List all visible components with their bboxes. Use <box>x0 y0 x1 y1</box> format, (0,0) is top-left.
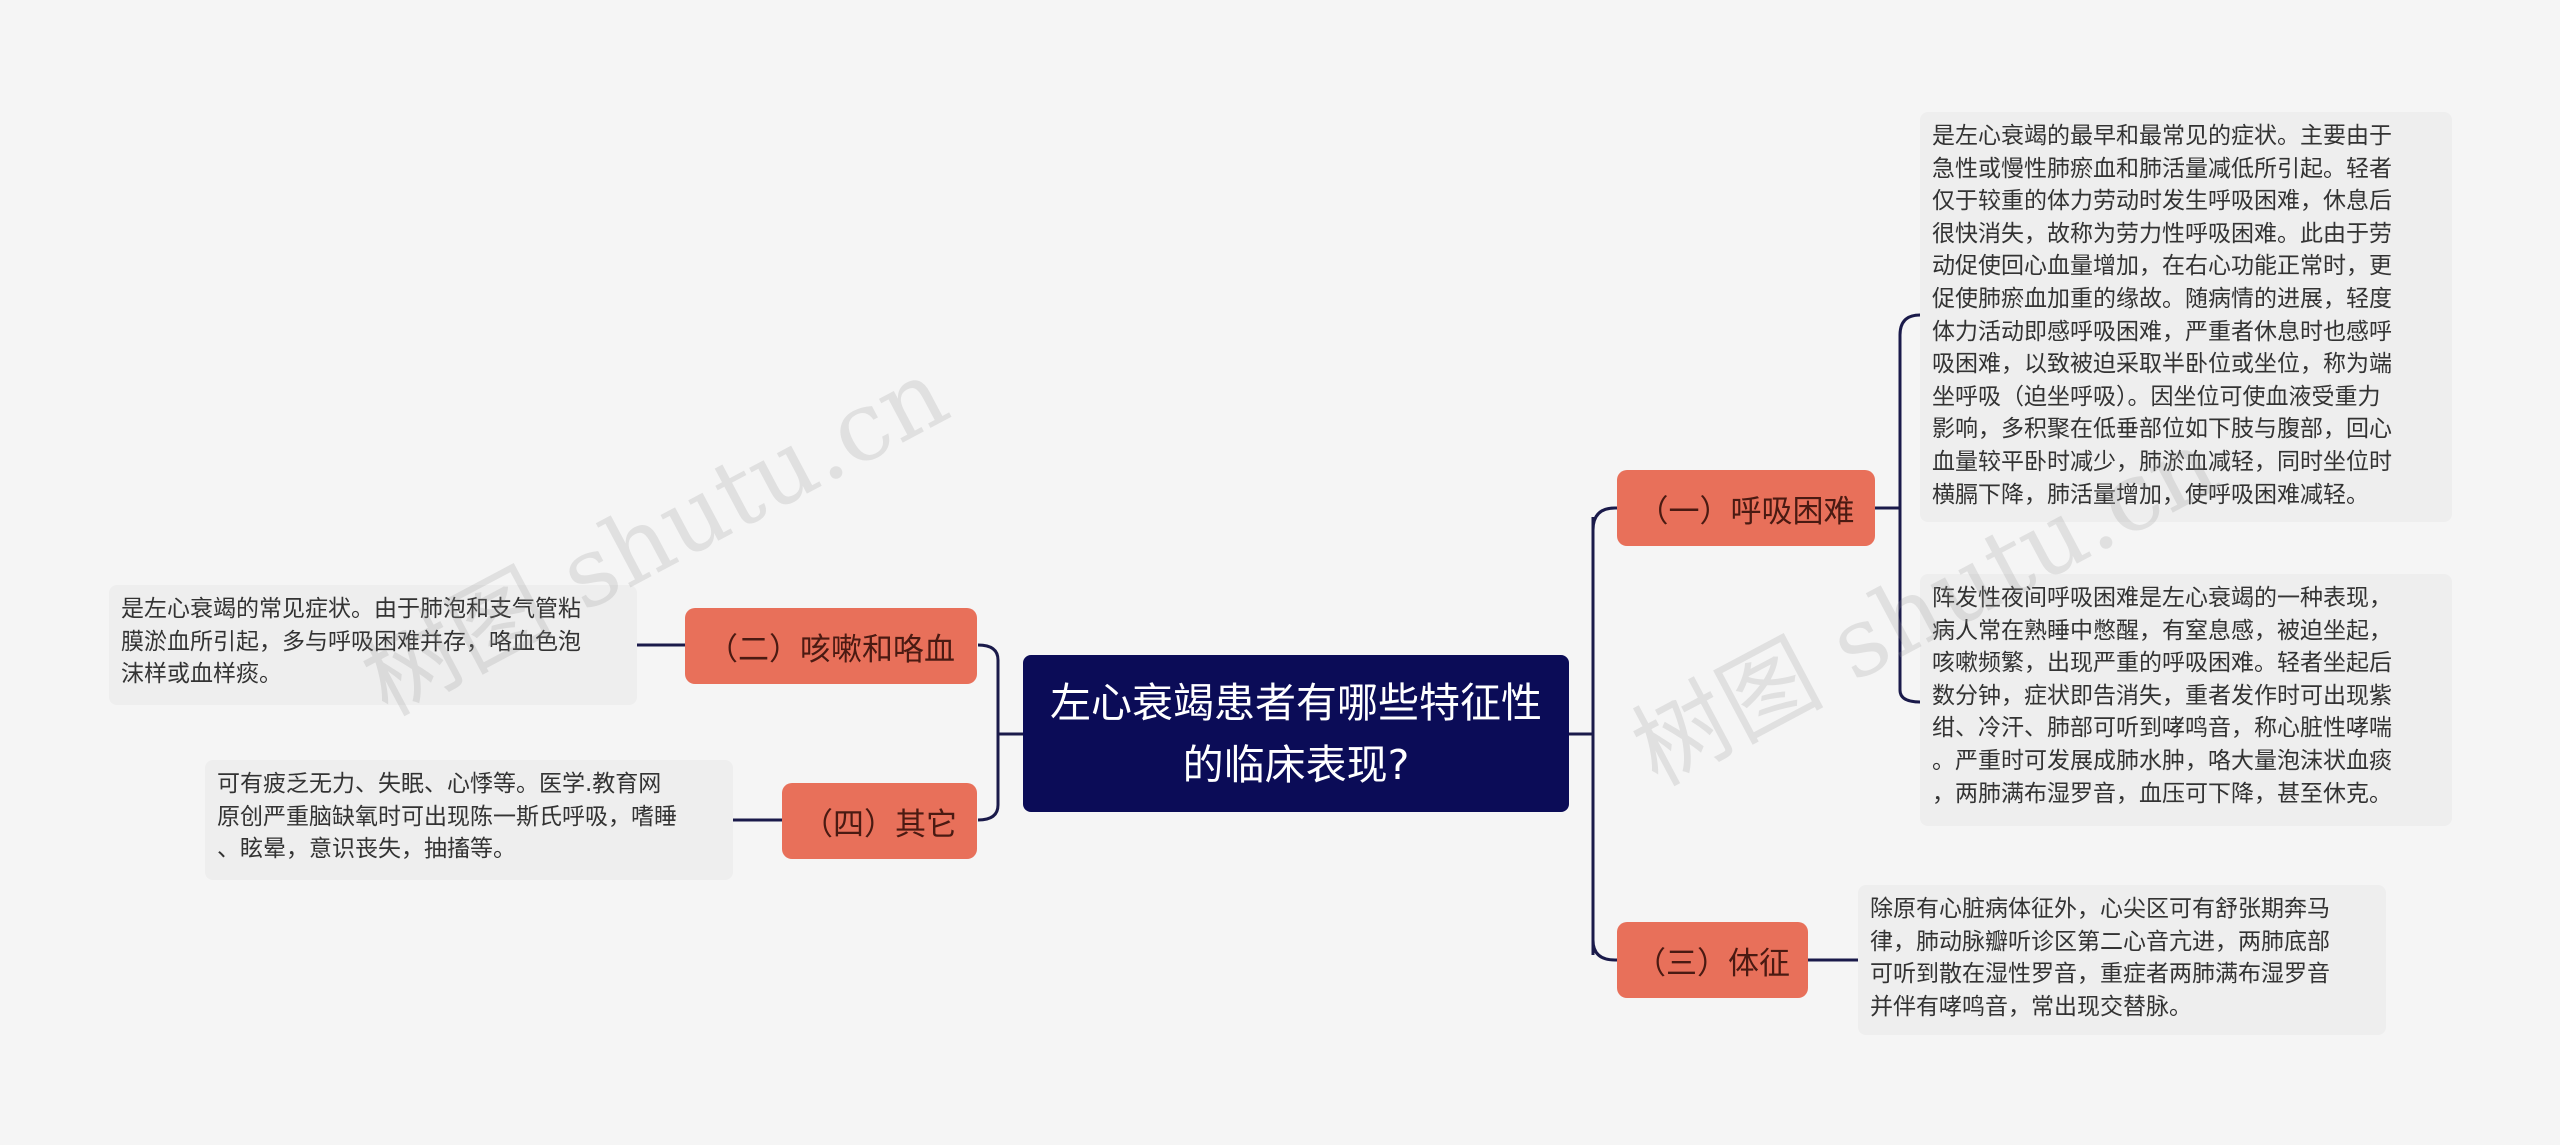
connector-to-breathing-leaf-1 <box>1898 313 1921 336</box>
branch-label: （三）体征 <box>1635 945 1790 982</box>
branch-breathing-difficulty[interactable]: （一）呼吸困难 <box>1617 470 1875 546</box>
leaf-breathing-exertional[interactable]: 是左心衰竭的最早和最常见的症状。主要由于 急性或慢性肺瘀血和肺活量减低所引起。轻… <box>1920 112 2452 522</box>
connector-to-breathing <box>1591 506 1617 531</box>
leaf-cough-hemoptysis[interactable]: 是左心衰竭的常见症状。由于肺泡和支气管粘 膜淤血所引起，多与呼吸困难并存，咯血色… <box>109 585 637 705</box>
leaf-breathing-nocturnal[interactable]: 阵发性夜间呼吸困难是左心衰竭的一种表现， 病人常在熟睡中憋醒，有窒息感，被迫坐起… <box>1920 574 2452 826</box>
connector-to-cough <box>977 643 1000 661</box>
central-topic[interactable]: 左心衰竭患者有哪些特征性的临床表现? <box>1023 655 1569 812</box>
branch-label: （一）呼吸困难 <box>1637 493 1855 530</box>
branch-label: （四）其它 <box>802 806 957 843</box>
branch-label: （二）咳嗽和咯血 <box>707 631 955 668</box>
branch-physical-signs[interactable]: （三）体征 <box>1617 922 1808 998</box>
leaf-physical-signs[interactable]: 除原有心脏病体征外，心尖区可有舒张期奔马 律，肺动脉瓣听诊区第二心音亢进，两肺底… <box>1858 885 2386 1035</box>
leaf-other-symptoms[interactable]: 可有疲乏无力、失眠、心悸等。医学.教育网 原创严重脑缺氧时可出现陈一斯氏呼吸，嗜… <box>205 760 733 880</box>
central-topic-text: 左心衰竭患者有哪些特征性的临床表现? <box>1050 678 1542 789</box>
connector-to-signs <box>1591 939 1617 962</box>
connector-to-breathing-leaf-2 <box>1898 689 1921 704</box>
branch-cough-hemoptysis[interactable]: （二）咳嗽和咯血 <box>685 608 977 684</box>
connector-to-other <box>977 804 1000 822</box>
branch-other-symptoms[interactable]: （四）其它 <box>782 783 977 859</box>
